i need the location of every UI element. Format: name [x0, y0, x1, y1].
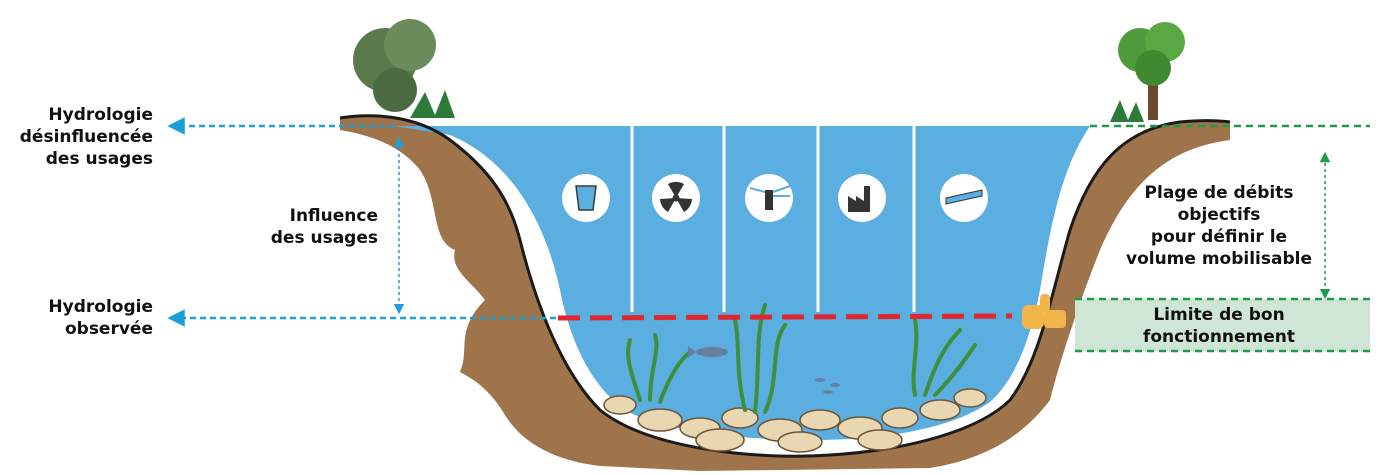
limit-line: [558, 316, 1012, 318]
influence-label: Influence des usages: [240, 205, 378, 249]
right-tree: [1110, 22, 1185, 122]
hydro-observee-label: Hydrologie observée: [8, 296, 153, 340]
nuclear-icon: [652, 174, 700, 222]
canal-icon: [940, 174, 988, 222]
target-range-label: Plage de débits objectifs pour définir l…: [1124, 182, 1314, 270]
irrigation-sprinkler-icon: [745, 174, 793, 222]
left-bush: [353, 19, 455, 118]
limit-label: Limite de bon fonctionnement: [1124, 304, 1314, 348]
factory-icon: [838, 174, 886, 222]
drinking-water-icon: [562, 174, 610, 222]
hydro-desinfluencee-label: Hydrologie désinfluencée des usages: [8, 104, 153, 170]
